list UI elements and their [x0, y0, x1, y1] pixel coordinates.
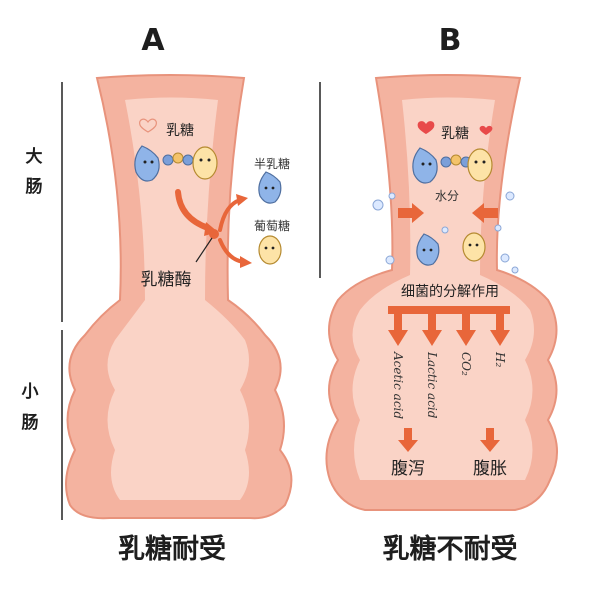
galactose-molecule-b — [416, 233, 440, 266]
large-intestine-label-1: 大 — [26, 146, 43, 167]
product-acetic-acid: Acetic acid — [391, 351, 405, 419]
panel-a-letter: A — [141, 23, 165, 58]
lactose-label-a: 乳糖 — [166, 123, 194, 139]
bacteria-label: 细菌的分解作用 — [401, 284, 499, 300]
glucose-molecule-b — [462, 232, 486, 262]
galactose-molecule — [258, 171, 282, 204]
lactose-label-b: 乳糖 — [441, 126, 469, 142]
galactose-label: 半乳糖 — [254, 156, 290, 171]
symptom-arrows — [398, 428, 500, 452]
small-intestine-label-1: 小 — [22, 382, 39, 402]
small-intestine-label-2: 肠 — [22, 413, 39, 433]
water-influx-arrows — [398, 203, 498, 223]
enzyme-pointer — [195, 237, 213, 263]
panel-a-intestine — [65, 74, 293, 520]
panel-b-letter: B — [439, 23, 462, 58]
large-intestine-label-2: 肠 — [26, 177, 43, 197]
panel-a-caption: 乳糖耐受 — [118, 533, 226, 565]
gas-bubbles — [372, 191, 519, 274]
lactose-molecule-b — [412, 147, 493, 184]
heart-icon — [139, 118, 157, 133]
symptom-bloating: 腹胀 — [473, 459, 507, 479]
lactose-molecule-a — [134, 145, 218, 182]
water-label: 水分 — [435, 189, 459, 203]
enzyme-label: 乳糖酶 — [141, 270, 192, 290]
glucose-label: 葡萄糖 — [254, 218, 290, 233]
glucose-molecule — [258, 235, 282, 265]
product-co2: CO₂ — [459, 352, 473, 376]
fermentation-arrows — [388, 306, 510, 346]
enzyme-reaction-arrows — [175, 189, 252, 268]
symptom-diarrhea: 腹泻 — [391, 459, 425, 479]
panel-b-caption: 乳糖不耐受 — [383, 533, 518, 565]
heart-icon — [479, 125, 493, 135]
panel-b-intestine — [325, 74, 559, 511]
heart-icon — [417, 121, 435, 134]
product-lactic-acid: Lactic acid — [425, 351, 439, 419]
product-h2: H₂ — [493, 351, 507, 367]
